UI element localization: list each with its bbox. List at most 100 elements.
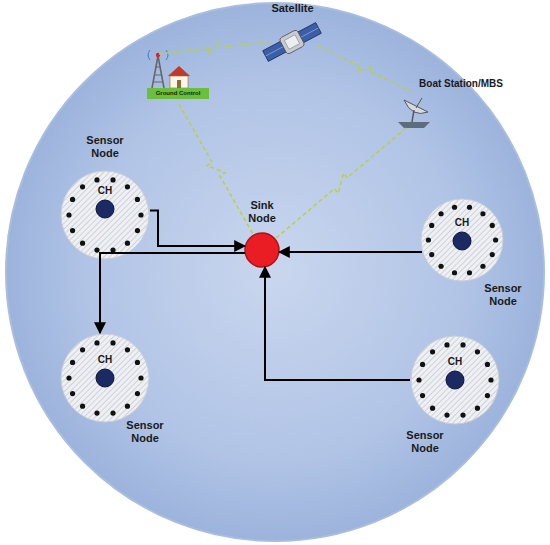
node-label: Sensor Node	[398, 429, 452, 454]
sensor-dot	[426, 237, 431, 242]
sensor-dot	[485, 362, 490, 367]
sensor-dot	[70, 197, 75, 202]
cluster-area	[411, 336, 499, 424]
sensor-dot	[80, 241, 85, 246]
sensor-dot	[429, 252, 434, 257]
node-label: CH	[440, 356, 470, 368]
sensor-dot	[138, 212, 143, 217]
sink-node: Sink Node	[244, 232, 280, 268]
sensor-dot	[70, 228, 75, 233]
sensor-cluster: Sensor NodeCH	[410, 335, 500, 425]
sensor-dot	[460, 342, 465, 347]
sensor-dot	[94, 410, 99, 415]
cluster-head: CH	[446, 371, 464, 389]
node-label: Ground Control	[147, 88, 209, 99]
sensor-dot	[420, 362, 425, 367]
sensor-dot	[420, 393, 425, 398]
node-shape	[446, 371, 464, 389]
sensor-dot	[480, 264, 485, 269]
sensor-dot	[80, 184, 85, 189]
sensor-dot	[490, 252, 495, 257]
sensor-dot	[452, 270, 457, 275]
sink-circle	[245, 233, 279, 267]
sensor-dot	[430, 349, 435, 354]
cluster-area	[421, 199, 503, 281]
sensor-dot	[94, 340, 99, 345]
sensor-cluster: Sensor NodeCH	[420, 198, 504, 282]
node-label: Boat Station/MBS	[414, 78, 508, 90]
sensor-dot	[80, 404, 85, 409]
node-shape	[453, 232, 471, 250]
sensor-dot	[444, 412, 449, 417]
sensor-dot	[125, 347, 130, 352]
sensor-dot	[493, 237, 498, 242]
ground-control-icon	[148, 50, 190, 88]
node-label: Sink Node	[237, 199, 287, 224]
sensor-dot	[416, 377, 421, 382]
cluster-area	[61, 171, 149, 259]
sensor-dot	[452, 205, 457, 210]
node-label: CH	[90, 354, 120, 366]
cluster-head-dot	[453, 232, 471, 250]
sensor-dot	[475, 406, 480, 411]
sensor-dot	[138, 375, 143, 380]
cluster-head: CH	[96, 369, 114, 387]
sensor-dot	[467, 270, 472, 275]
data-flow-arrow	[279, 251, 422, 253]
sensor-dot	[438, 264, 443, 269]
sensor-dot	[110, 247, 115, 252]
cluster-area	[61, 334, 149, 422]
sensor-dot	[429, 223, 434, 228]
sensor-dot	[475, 349, 480, 354]
data-flow-arrow	[265, 267, 410, 380]
data-flow-arrow	[100, 253, 245, 333]
sensor-dot	[125, 184, 130, 189]
dish-antenna-icon	[398, 98, 430, 128]
sensor-dot	[110, 177, 115, 182]
sensor-dot	[135, 228, 140, 233]
node-shape	[244, 232, 280, 268]
sensor-dot	[480, 211, 485, 216]
sensor-dot	[94, 247, 99, 252]
cluster-head: CH	[96, 200, 114, 218]
station-node: Satellite	[255, 2, 330, 64]
wireless-link	[318, 46, 412, 92]
sensor-dot	[135, 360, 140, 365]
cluster-head: CH	[453, 232, 471, 250]
sensor-dot	[485, 393, 490, 398]
sensor-dot	[70, 391, 75, 396]
node-label: CH	[447, 217, 477, 229]
sensor-dot	[467, 205, 472, 210]
node-shape	[96, 369, 114, 387]
sensor-dot	[490, 223, 495, 228]
sensor-dot	[110, 410, 115, 415]
sensor-cluster: Sensor NodeCH	[60, 333, 150, 423]
station-node: Boat Station/MBS	[396, 78, 508, 128]
wireless-link	[179, 104, 253, 234]
sensor-dot	[430, 406, 435, 411]
sensor-dot	[488, 377, 493, 382]
satellite-icon	[261, 20, 322, 64]
sensor-dot	[135, 391, 140, 396]
sensor-dot	[444, 342, 449, 347]
node-label: Sensor Node	[78, 134, 132, 159]
node-label: Sensor Node	[118, 419, 172, 444]
sensor-dot	[80, 347, 85, 352]
sensor-dot	[66, 212, 71, 217]
cluster-head-dot	[96, 200, 114, 218]
node-label: Satellite	[255, 2, 330, 15]
sensor-dot	[438, 211, 443, 216]
sensor-dot	[66, 375, 71, 380]
cluster-head-dot	[446, 371, 464, 389]
sensor-dot	[110, 340, 115, 345]
sensor-dot	[460, 412, 465, 417]
wireless-link	[276, 128, 406, 238]
node-shape	[96, 200, 114, 218]
data-flow-arrow	[150, 211, 245, 247]
sensor-dot	[125, 241, 130, 246]
station-node: Ground Control	[145, 50, 211, 104]
wireless-link	[159, 41, 269, 54]
deployment-area	[6, 3, 544, 541]
node-label: Sensor Node	[476, 282, 530, 307]
cluster-head-dot	[96, 369, 114, 387]
